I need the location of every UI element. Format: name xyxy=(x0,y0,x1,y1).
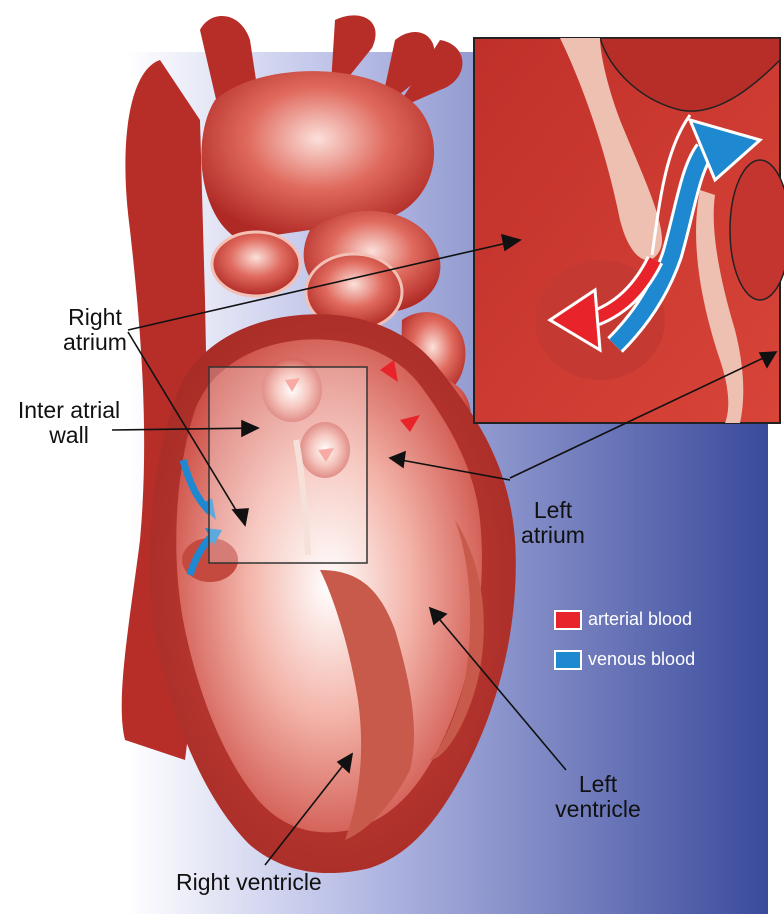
label-right-atrium: Right atrium xyxy=(40,305,150,355)
legend-arterial-swatch xyxy=(554,610,582,630)
label-right-atrium-line1: Right xyxy=(40,305,150,330)
label-inter-atrial-line2: wall xyxy=(4,423,134,448)
legend-arterial: arterial blood xyxy=(554,609,692,630)
label-left-ventricle-line2: ventricle xyxy=(528,797,668,822)
zoom-box xyxy=(209,367,367,563)
label-left-ventricle-line1: Left xyxy=(528,772,668,797)
label-left-ventricle: Left ventricle xyxy=(528,772,668,822)
label-inter-atrial-line1: Inter atrial xyxy=(4,398,134,423)
label-left-atrium: Left atrium xyxy=(498,498,608,548)
legend-venous-swatch xyxy=(554,650,582,670)
label-left-atrium-line2: atrium xyxy=(498,523,608,548)
label-left-atrium-line1: Left xyxy=(498,498,608,523)
magnified-inset xyxy=(474,38,784,423)
legend-venous: venous blood xyxy=(554,649,695,670)
label-right-ventricle: Right ventricle xyxy=(176,870,376,895)
legend-arterial-label: arterial blood xyxy=(588,609,692,630)
legend-venous-label: venous blood xyxy=(588,649,695,670)
label-right-atrium-line2: atrium xyxy=(40,330,150,355)
label-inter-atrial-wall: Inter atrial wall xyxy=(4,398,134,448)
